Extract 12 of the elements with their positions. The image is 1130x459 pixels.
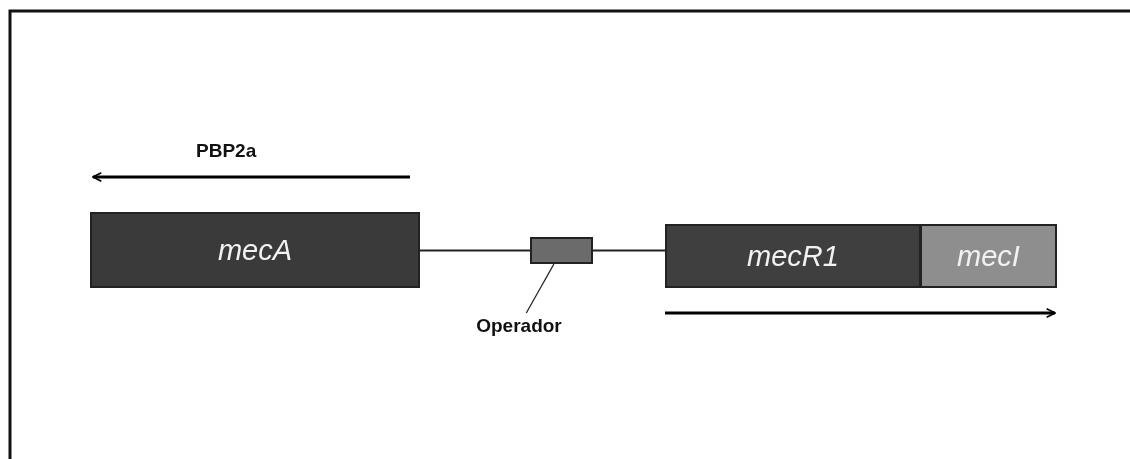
gene-name: mecR1	[747, 239, 839, 273]
gene-box	[920, 224, 1057, 288]
part-label: Operador	[460, 313, 578, 339]
gene-name: mecA	[217, 233, 293, 267]
dna-line	[419, 249, 531, 252]
gene-box	[90, 212, 420, 288]
gene-name: mecI	[957, 239, 1020, 273]
gene-box	[665, 224, 921, 288]
operator-box	[530, 237, 593, 264]
leader-line	[525, 263, 555, 314]
protein-label: PBP2a	[196, 140, 257, 162]
dna-line	[592, 249, 666, 252]
